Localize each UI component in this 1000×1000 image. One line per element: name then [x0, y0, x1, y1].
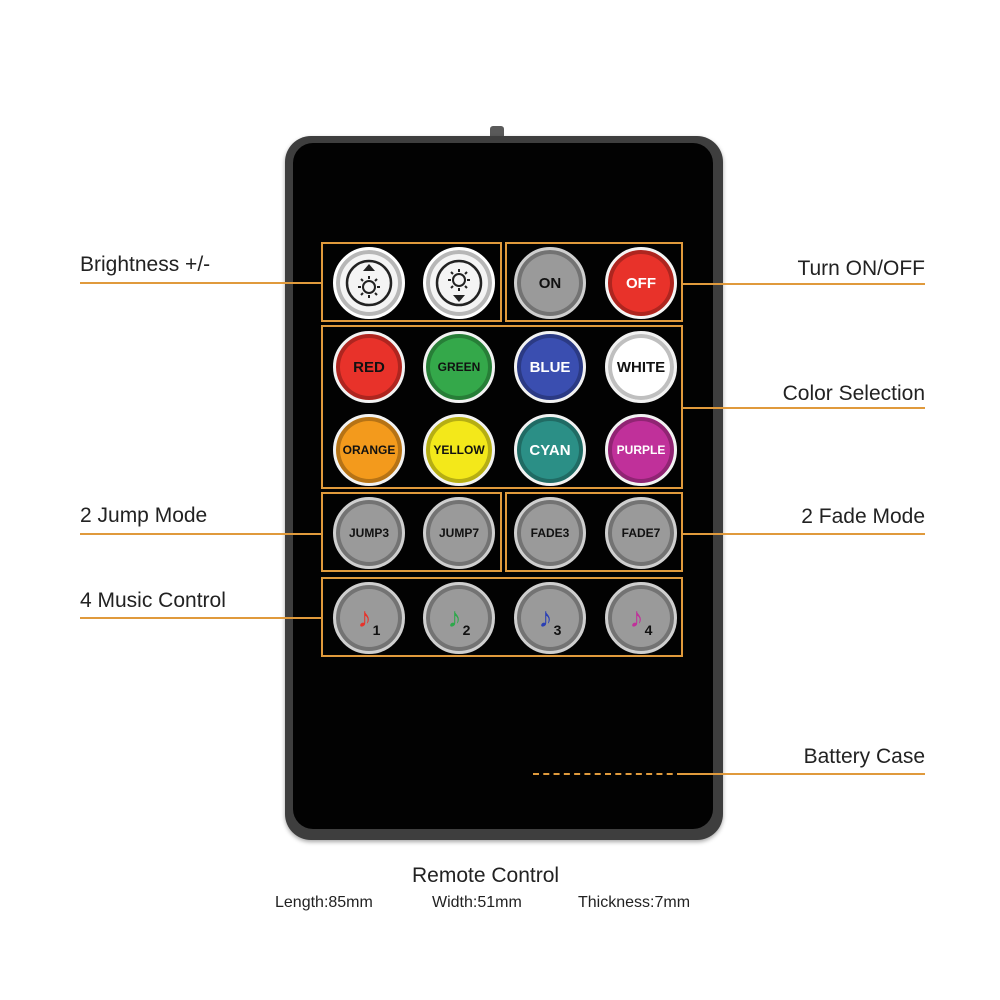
fade7-label: FADE7 [621, 526, 661, 540]
color-selection-callout: Color Selection [782, 382, 925, 405]
fade3-label: FADE3 [530, 526, 570, 540]
battery-case-callout-line [683, 773, 925, 775]
fade-mode-callout: 2 Fade Mode [801, 505, 925, 528]
color-selection-callout-line [683, 407, 925, 409]
red-button[interactable]: RED [333, 331, 405, 403]
fade-group [505, 492, 683, 572]
white-label: WHITE [616, 358, 666, 376]
blue-button[interactable]: BLUE [514, 331, 586, 403]
fade3-button[interactable]: FADE3 [514, 497, 586, 569]
jump3-label: JUMP3 [348, 526, 389, 540]
green-label: GREEN [437, 360, 481, 374]
music-note-icon: ♪3 [538, 602, 562, 638]
jump-group [321, 492, 502, 572]
off-label: OFF [626, 274, 656, 292]
white-button[interactable]: WHITE [605, 331, 677, 403]
jump7-label: JUMP7 [438, 526, 479, 540]
fade-mode-callout-line [683, 533, 925, 535]
music-note-icon: ♪4 [629, 602, 653, 638]
jump-mode-callout-line [80, 533, 321, 535]
red-label: RED [353, 358, 385, 376]
music-group [321, 577, 683, 657]
music-3-button[interactable]: ♪3 [514, 582, 586, 654]
spec-length: Length:85mm [275, 894, 373, 911]
music-4-button[interactable]: ♪4 [605, 582, 677, 654]
remote-antenna-nub [490, 126, 504, 138]
jump7-button[interactable]: JUMP7 [423, 497, 495, 569]
orange-label: ORANGE [342, 443, 396, 457]
music-note-icon: ♪2 [447, 602, 471, 638]
brightness-callout: Brightness +/- [80, 253, 211, 276]
brightness-down-button[interactable] [423, 247, 495, 319]
music-1-button[interactable]: ♪1 [333, 582, 405, 654]
spec-thickness: Thickness:7mm [578, 894, 691, 911]
purple-label: PURPLE [616, 443, 666, 457]
music-control-callout: 4 Music Control [80, 589, 226, 612]
yellow-label: YELLOW [433, 443, 485, 457]
turn-on-off-callout: Turn ON/OFF [797, 257, 925, 280]
orange-button[interactable]: ORANGE [333, 414, 405, 486]
cyan-button[interactable]: CYAN [514, 414, 586, 486]
green-button[interactable]: GREEN [423, 331, 495, 403]
cyan-label: CYAN [529, 441, 571, 459]
fade7-button[interactable]: FADE7 [605, 497, 677, 569]
blue-label: BLUE [529, 358, 571, 376]
purple-button[interactable]: PURPLE [605, 414, 677, 486]
music-note-icon: ♪1 [357, 602, 381, 638]
brightness-down-icon [435, 259, 483, 307]
battery-case-callout: Battery Case [803, 745, 925, 768]
on-button[interactable]: ON [514, 247, 586, 319]
caption-title: Remote Control [412, 864, 560, 887]
yellow-button[interactable]: YELLOW [423, 414, 495, 486]
jump3-button[interactable]: JUMP3 [333, 497, 405, 569]
spec-width: Width:51mm [432, 894, 522, 911]
jump-mode-callout: 2 Jump Mode [80, 504, 208, 527]
battery-case-dashed-line [533, 773, 683, 775]
power-group [505, 242, 683, 322]
music-control-callout-line [80, 617, 321, 619]
off-button[interactable]: OFF [605, 247, 677, 319]
on-label: ON [538, 274, 562, 292]
brightness-callout-line [80, 282, 321, 284]
music-2-button[interactable]: ♪2 [423, 582, 495, 654]
turn-on-off-callout-line [683, 283, 925, 285]
brightness-up-icon [345, 259, 393, 307]
brightness-group [321, 242, 502, 322]
color-group [321, 325, 683, 489]
brightness-up-button[interactable] [333, 247, 405, 319]
